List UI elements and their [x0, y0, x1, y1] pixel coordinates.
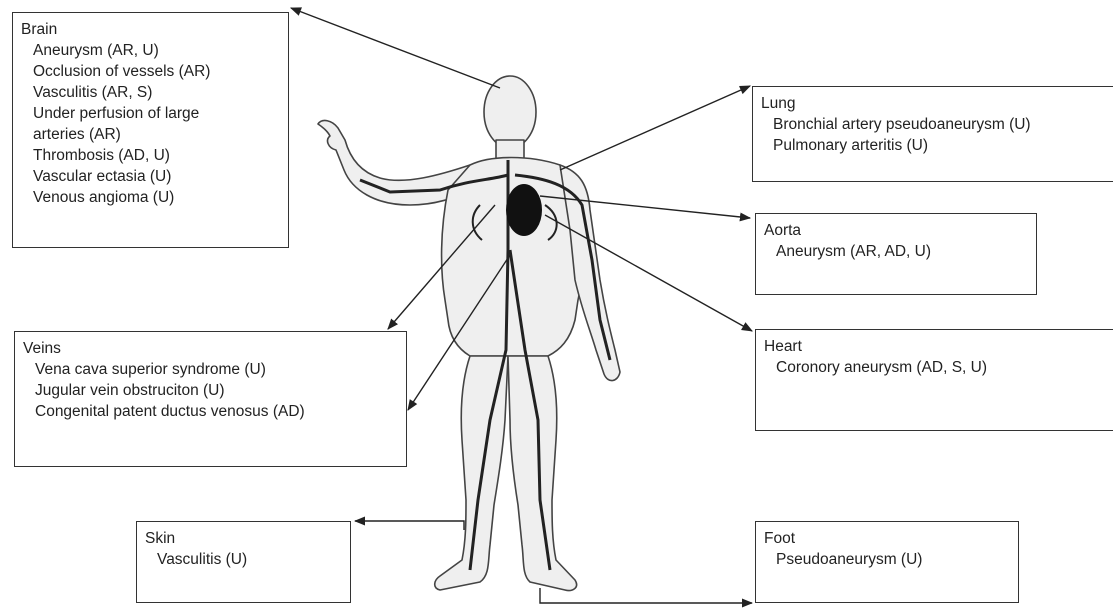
brain-title: Brain — [21, 19, 280, 40]
list-item: Pseudoaneurysm (U) — [776, 549, 1010, 570]
heart-title: Heart — [764, 336, 1113, 357]
foot-title: Foot — [764, 528, 1010, 549]
brain-box: Brain Aneurysm (AR, U) Occlusion of vess… — [12, 12, 289, 248]
aorta-list: Aneurysm (AR, AD, U) — [764, 241, 1028, 262]
list-item: Coronory aneurysm (AD, S, U) — [776, 357, 1113, 378]
veins-list: Vena cava superior syndrome (U) Jugular … — [23, 359, 398, 422]
list-item: Vasculitis (AR, S) — [33, 82, 280, 103]
skin-list: Vasculitis (U) — [145, 549, 342, 570]
skin-title: Skin — [145, 528, 342, 549]
lung-box: Lung Bronchial artery pseudoaneurysm (U)… — [752, 86, 1113, 182]
list-item: Jugular vein obstruciton (U) — [35, 380, 398, 401]
list-item: Vascular ectasia (U) — [33, 166, 280, 187]
list-item: Congenital patent ductus venosus (AD) — [35, 401, 398, 422]
list-item: Occlusion of vessels (AR) — [33, 61, 280, 82]
list-item: Pulmonary arteritis (U) — [773, 135, 1113, 156]
aorta-title: Aorta — [764, 220, 1028, 241]
list-item: Aneurysm (AR, AD, U) — [776, 241, 1028, 262]
foot-list: Pseudoaneurysm (U) — [764, 549, 1010, 570]
list-item: Vena cava superior syndrome (U) — [35, 359, 398, 380]
lung-title: Lung — [761, 93, 1113, 114]
veins-title: Veins — [23, 338, 398, 359]
arrow-to-brain — [291, 8, 500, 88]
list-item: Bronchial artery pseudoaneurysm (U) — [773, 114, 1113, 135]
list-item: Thrombosis (AD, U) — [33, 145, 280, 166]
lung-list: Bronchial artery pseudoaneurysm (U) Pulm… — [761, 114, 1113, 156]
brain-list: Aneurysm (AR, U) Occlusion of vessels (A… — [21, 40, 280, 208]
list-item: Under perfusion of large — [33, 103, 280, 124]
heart-illustration — [506, 184, 542, 236]
list-item: Aneurysm (AR, U) — [33, 40, 280, 61]
heart-box: Heart Coronory aneurysm (AD, S, U) — [755, 329, 1113, 431]
aorta-box: Aorta Aneurysm (AR, AD, U) — [755, 213, 1037, 295]
skin-box: Skin Vasculitis (U) — [136, 521, 351, 603]
arrow-to-lung — [560, 86, 750, 170]
list-item: Vasculitis (U) — [157, 549, 342, 570]
list-item: Venous angioma (U) — [33, 187, 280, 208]
list-item: arteries (AR) — [33, 124, 280, 145]
arrow-to-skin — [355, 521, 464, 530]
heart-list: Coronory aneurysm (AD, S, U) — [764, 357, 1113, 378]
foot-box: Foot Pseudoaneurysm (U) — [755, 521, 1019, 603]
veins-box: Veins Vena cava superior syndrome (U) Ju… — [14, 331, 407, 467]
